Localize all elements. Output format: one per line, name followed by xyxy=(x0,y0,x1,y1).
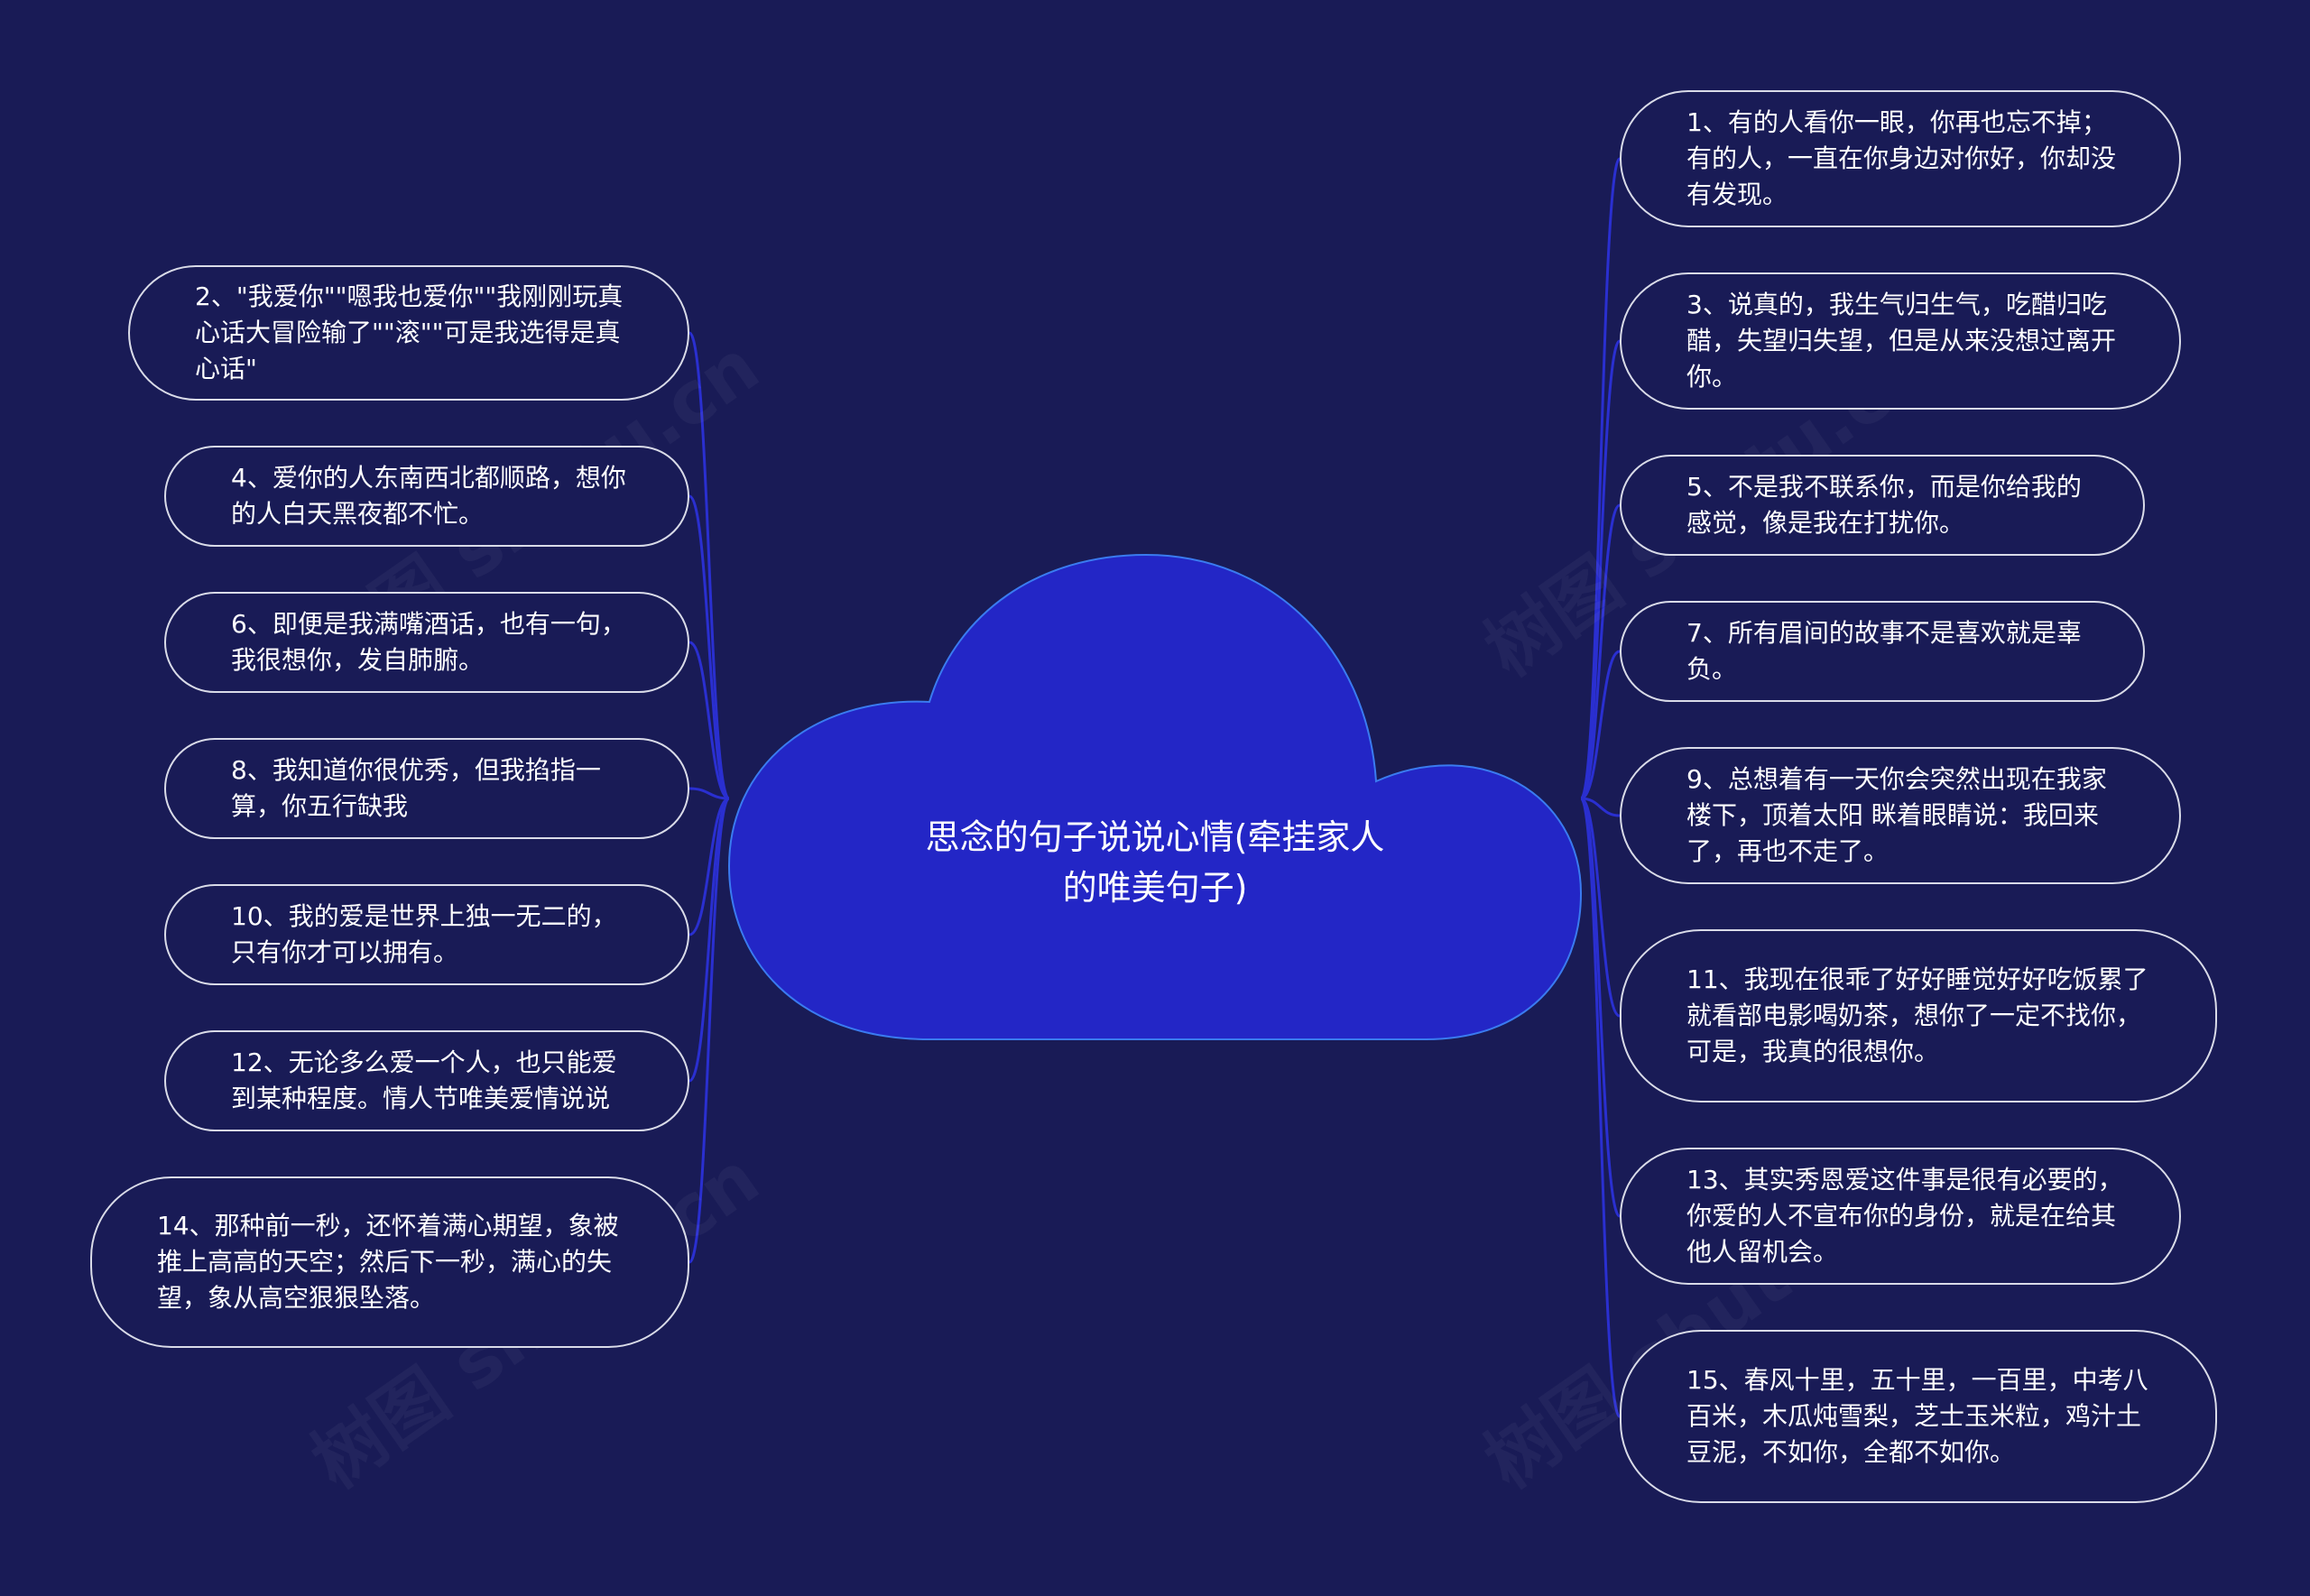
branch-node-2[interactable]: 2、"我爱你""嗯我也爱你""我刚刚玩真心话大冒险输了""滚""可是我选得是真心… xyxy=(128,265,689,401)
branch-node-5[interactable]: 5、不是我不联系你，而是你给我的感觉，像是我在打扰你。 xyxy=(1620,455,2145,556)
connector-line xyxy=(1580,650,1621,800)
branch-node-15[interactable]: 15、春风十里，五十里，一百里，中考八百米，木瓜炖雪梨，芝士玉米粒，鸡汁土豆泥，… xyxy=(1620,1330,2217,1503)
branch-node-text: 9、总想着有一天你会突然出现在我家楼下，顶着太阳 眯着眼睛说：我回来了，再也不走… xyxy=(1686,764,2107,866)
branch-node-text: 14、那种前一秒，还怀着满心期望，象被推上高高的天空；然后下一秒，满心的失望，象… xyxy=(157,1211,619,1313)
branch-node-text: 11、我现在很乖了好好睡觉好好吃饭累了就看部电影喝奶茶，想你了一定不找你，可是，… xyxy=(1686,964,2148,1066)
connector-line xyxy=(688,787,730,800)
branch-node-text: 13、其实秀恩爱这件事是很有必要的，你爱的人不宣布你的身份，就是在给其他人留机会… xyxy=(1686,1165,2123,1267)
root-topic[interactable]: 思念的句子说说心情(牵挂家人的唯美句子) xyxy=(925,817,1385,908)
connector-line xyxy=(1579,157,1622,800)
branch-node-3[interactable]: 3、说真的，我生气归生气，吃醋归吃醋，失望归失望，但是从来没想过离开你。 xyxy=(1620,272,2181,410)
branch-node-8[interactable]: 8、我知道你很优秀，但我掐指一算，你五行缺我 xyxy=(164,738,689,839)
branch-node-text: 12、无论多么爱一个人，也只能爱到某种程度。情人节唯美爱情说说 xyxy=(231,1047,617,1113)
connector-line xyxy=(688,797,731,1264)
connector-line xyxy=(1579,503,1622,800)
branch-node-text: 4、爱你的人东南西北都顺路，想你的人白天黑夜都不忙。 xyxy=(231,463,626,529)
connector-line xyxy=(688,797,730,936)
branch-node-text: 10、我的爱是世界上独一无二的，只有你才可以拥有。 xyxy=(231,901,617,967)
branch-node-4[interactable]: 4、爱你的人东南西北都顺路，想你的人白天黑夜都不忙。 xyxy=(164,446,689,547)
branch-node-text: 2、"我爱你""嗯我也爱你""我刚刚玩真心话大冒险输了""滚""可是我选得是真心… xyxy=(195,281,624,383)
branch-node-1[interactable]: 1、有的人看你一眼，你再也忘不掉；有的人，一直在你身边对你好，你却没有发现。 xyxy=(1620,90,2181,227)
branch-node-text: 8、我知道你很优秀，但我掐指一算，你五行缺我 xyxy=(231,755,601,821)
branch-node-7[interactable]: 7、所有眉间的故事不是喜欢就是辜负。 xyxy=(1620,601,2145,702)
branch-node-text: 7、所有眉间的故事不是喜欢就是辜负。 xyxy=(1686,618,2082,684)
branch-node-text: 3、说真的，我生气归生气，吃醋归吃醋，失望归失望，但是从来没想过离开你。 xyxy=(1686,290,2117,392)
branch-node-13[interactable]: 13、其实秀恩爱这件事是很有必要的，你爱的人不宣布你的身份，就是在给其他人留机会… xyxy=(1620,1148,2181,1285)
connector-line xyxy=(688,641,730,800)
connector-line xyxy=(1580,797,1621,817)
branch-node-text: 15、春风十里，五十里，一百里，中考八百米，木瓜炖雪梨，芝士玉米粒，鸡汁土豆泥，… xyxy=(1686,1365,2148,1467)
branch-node-text: 1、有的人看你一眼，你再也忘不掉；有的人，一直在你身边对你好，你却没有发现。 xyxy=(1686,107,2117,209)
connector-line xyxy=(1579,797,1622,1418)
branch-node-6[interactable]: 6、即便是我满嘴酒话，也有一句，我很想你，发自肺腑。 xyxy=(164,592,689,693)
branch-node-text: 6、即便是我满嘴酒话，也有一句，我很想你，发自肺腑。 xyxy=(231,609,626,675)
branch-node-10[interactable]: 10、我的爱是世界上独一无二的，只有你才可以拥有。 xyxy=(164,884,689,985)
connector-line xyxy=(1579,339,1622,800)
connector-line xyxy=(688,331,731,800)
branch-node-11[interactable]: 11、我现在很乖了好好睡觉好好吃饭累了就看部电影喝奶茶，想你了一定不找你，可是，… xyxy=(1620,929,2217,1102)
branch-node-14[interactable]: 14、那种前一秒，还怀着满心期望，象被推上高高的天空；然后下一秒，满心的失望，象… xyxy=(90,1176,689,1348)
branch-node-9[interactable]: 9、总想着有一天你会突然出现在我家楼下，顶着太阳 眯着眼睛说：我回来了，再也不走… xyxy=(1620,747,2181,884)
connector-line xyxy=(1580,797,1621,1018)
branch-node-12[interactable]: 12、无论多么爱一个人，也只能爱到某种程度。情人节唯美爱情说说 xyxy=(164,1030,689,1131)
connector-line xyxy=(688,494,731,800)
branch-node-text: 5、不是我不联系你，而是你给我的感觉，像是我在打扰你。 xyxy=(1686,472,2082,538)
